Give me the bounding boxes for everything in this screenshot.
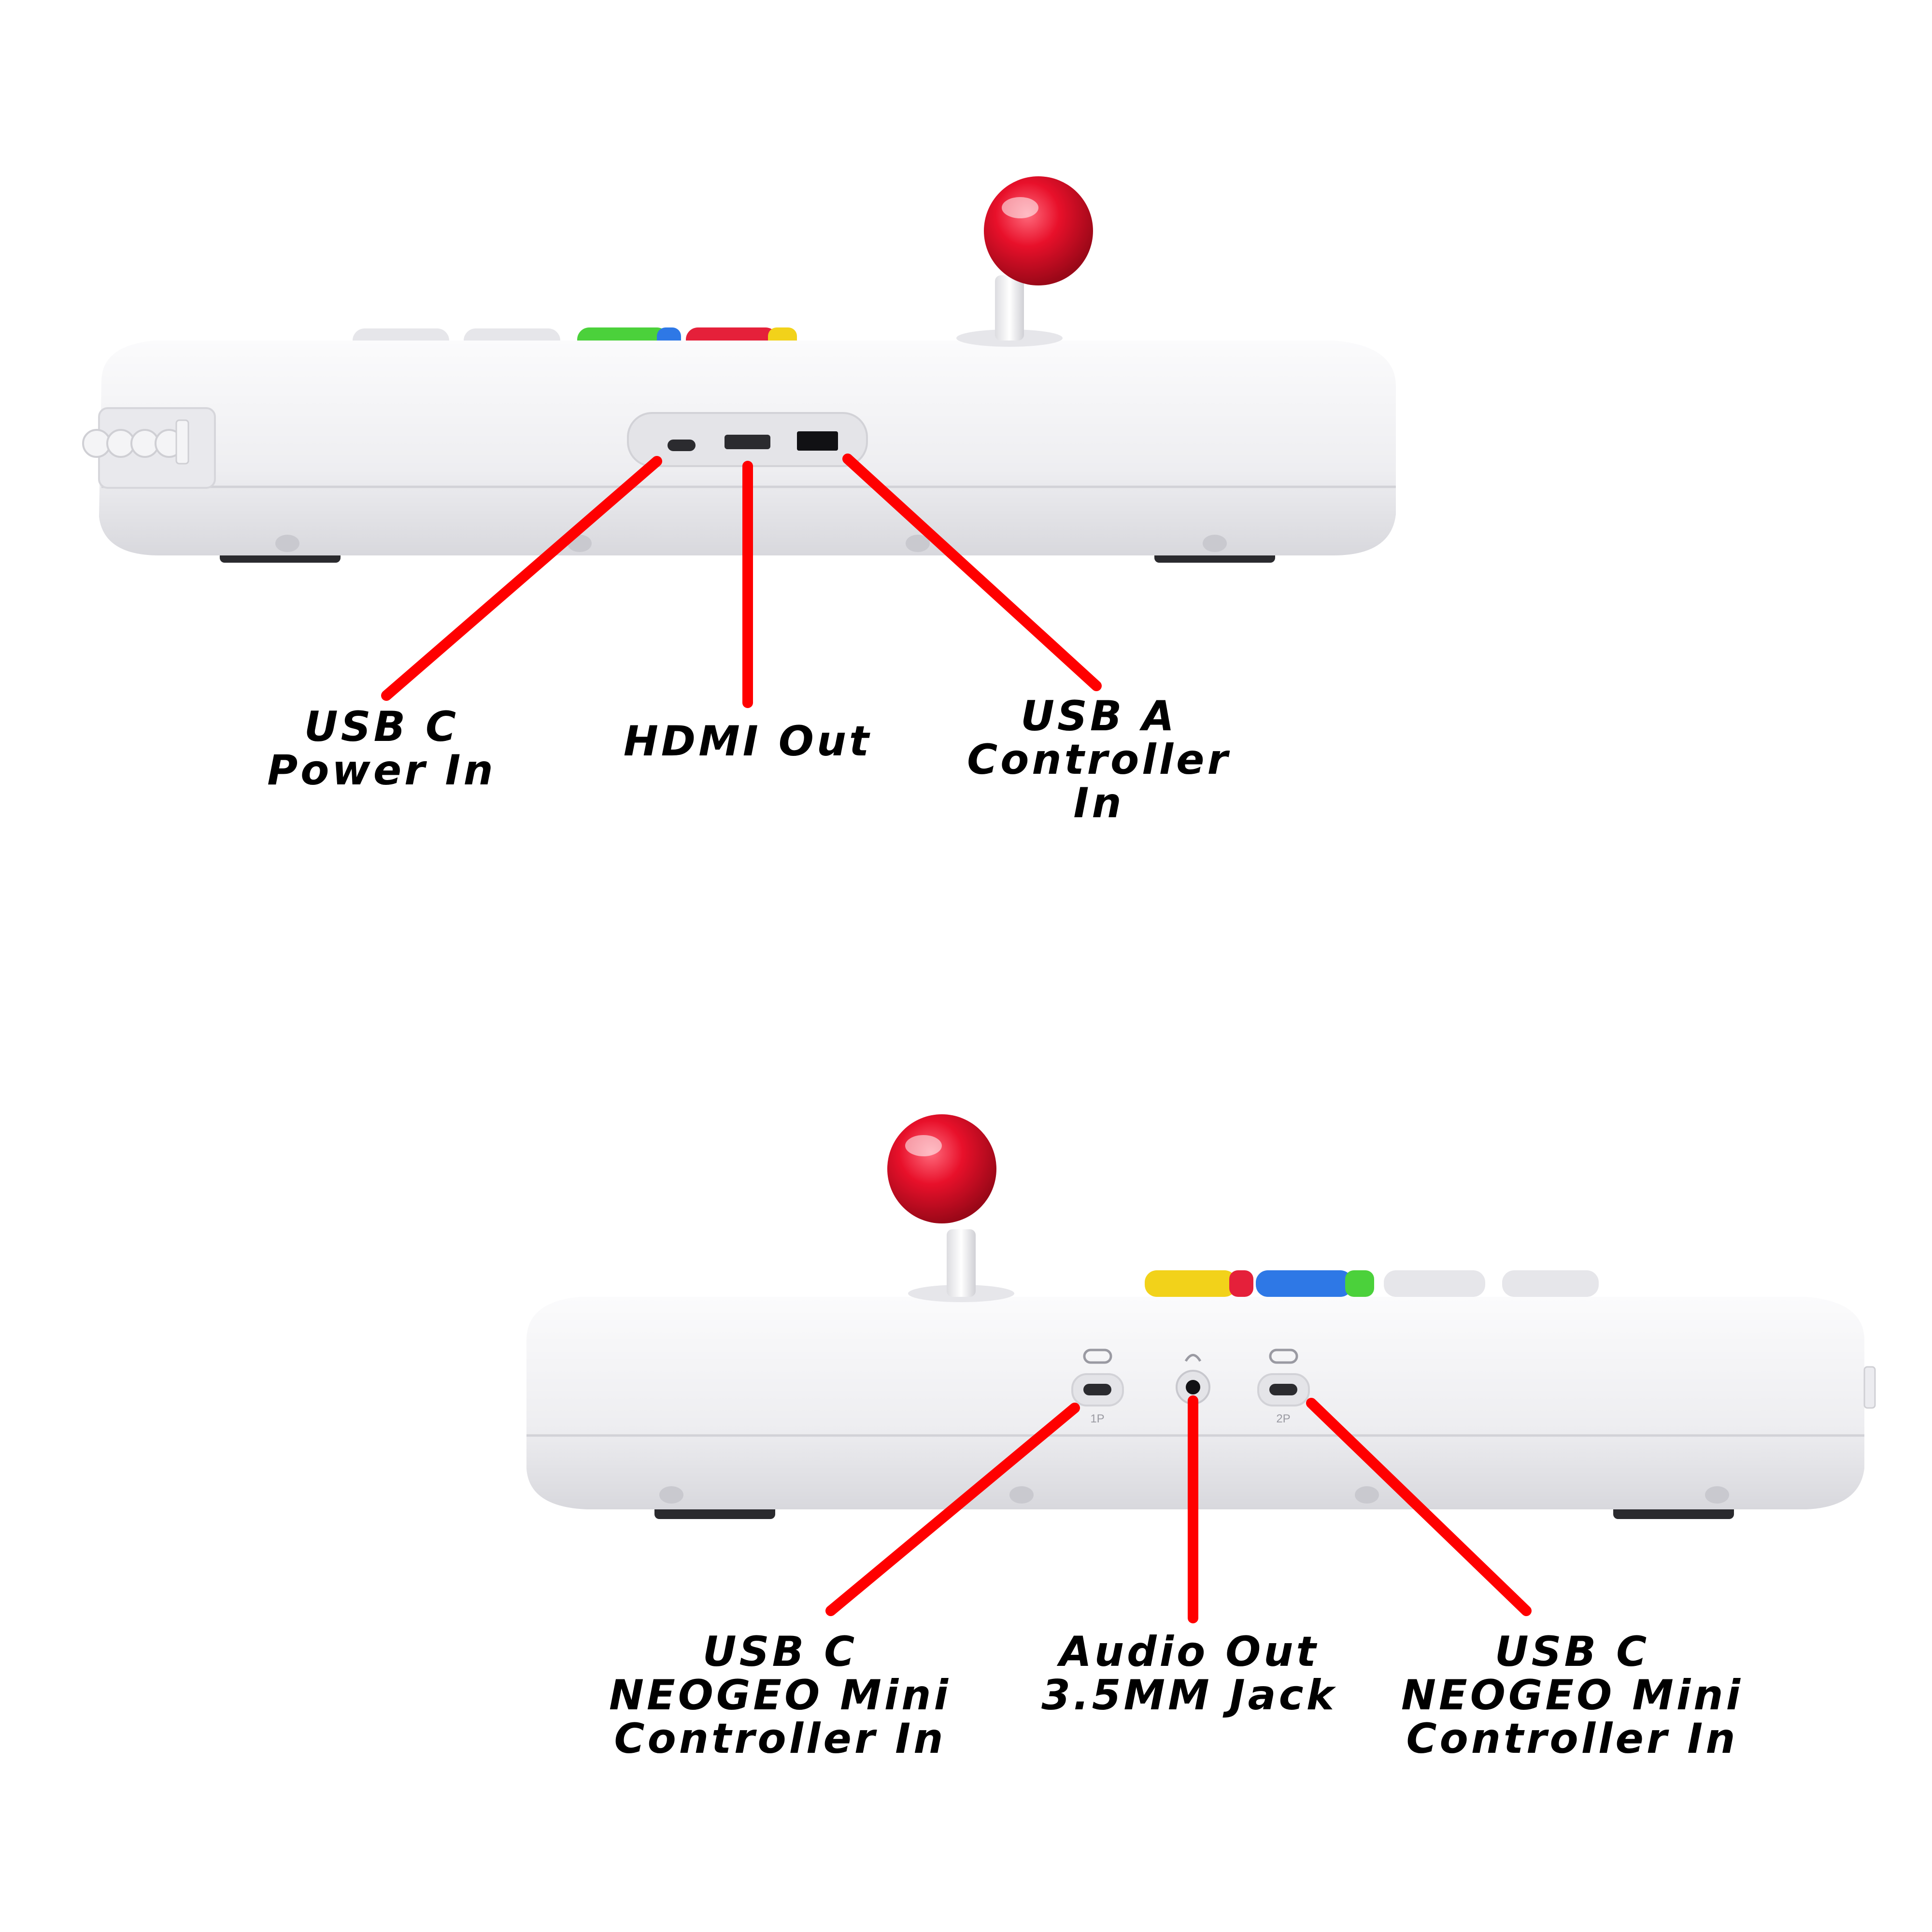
screw-hole [659,1486,683,1504]
label-usb-a-controller: USB A Controller In [967,695,1231,825]
label-line: USB C [1494,1628,1650,1676]
port-mark-1p: 1P [1090,1412,1104,1425]
screw-hole [275,535,299,552]
label-line: In [1073,779,1124,827]
label-audio-out: Audio Out 3.5MM Jack [1041,1630,1337,1717]
label-line: Controller [967,736,1231,784]
grey-button [1384,1270,1485,1297]
screw-hole [1355,1486,1379,1504]
callout-line-usb-c-power [381,456,662,701]
joystick-ball [887,1114,996,1223]
red-button [1229,1270,1253,1297]
label-line: USB A [1021,692,1177,740]
label-usb-c-1p: USB C NEOGEO Mini Controller In [609,1630,951,1761]
usb-c-port-icon [668,440,696,451]
label-line: Audio Out [1059,1628,1319,1676]
screw-hole [906,535,930,552]
label-line: Power In [267,746,496,795]
controller-icon [1083,1349,1112,1364]
joystick-highlight [905,1135,942,1156]
bottom-console: 1P 2P [526,1114,1876,1519]
label-line: NEOGEO Mini [609,1671,951,1719]
top-console [82,176,1396,563]
hdmi-port-icon [724,435,770,449]
green-button [1345,1270,1374,1297]
audio-jack-port-icon [1186,1380,1200,1394]
label-hdmi-out: HDMI Out [624,720,872,763]
bottom-callout-lines [825,1395,1532,1623]
side-switch [1863,1366,1876,1409]
usb-c-port-icon [1269,1384,1297,1395]
controller-icon [1269,1349,1298,1364]
headphone-icon [1184,1354,1202,1362]
blue-button [1256,1270,1352,1297]
yellow-button [1145,1270,1236,1297]
usb-a-port-icon [797,431,838,451]
screw-hole [1203,535,1227,552]
label-line: Controller In [1406,1715,1738,1763]
usb-c-port-icon [1083,1384,1111,1395]
joystick-shaft [947,1229,976,1297]
joystick-shaft [995,275,1024,341]
side-knob [82,429,111,458]
label-line: HDMI Out [623,717,872,766]
label-usb-c-power: USB C Power In [267,705,496,792]
label-line: NEOGEO Mini [1401,1671,1743,1719]
top-callout-lines [381,454,1102,708]
side-knob [130,429,159,458]
label-usb-c-2p: USB C NEOGEO Mini Controller In [1401,1630,1743,1761]
label-line: USB C [304,703,459,751]
joystick-highlight [1002,197,1038,218]
callout-line-usb-a [842,454,1102,691]
callout-line-usb-c-2p [1306,1398,1532,1616]
label-line: Controller In [614,1715,946,1763]
side-switch [175,419,189,465]
port-mark-2p: 2P [1276,1412,1290,1425]
callout-line-usb-c-1p [825,1403,1080,1616]
joystick-ball [984,176,1093,285]
side-knob [106,429,135,458]
label-line: USB C [702,1628,858,1676]
grey-button [1502,1270,1599,1297]
screw-hole [1705,1486,1729,1504]
screw-hole [1009,1486,1034,1504]
label-line: 3.5MM Jack [1041,1671,1337,1719]
